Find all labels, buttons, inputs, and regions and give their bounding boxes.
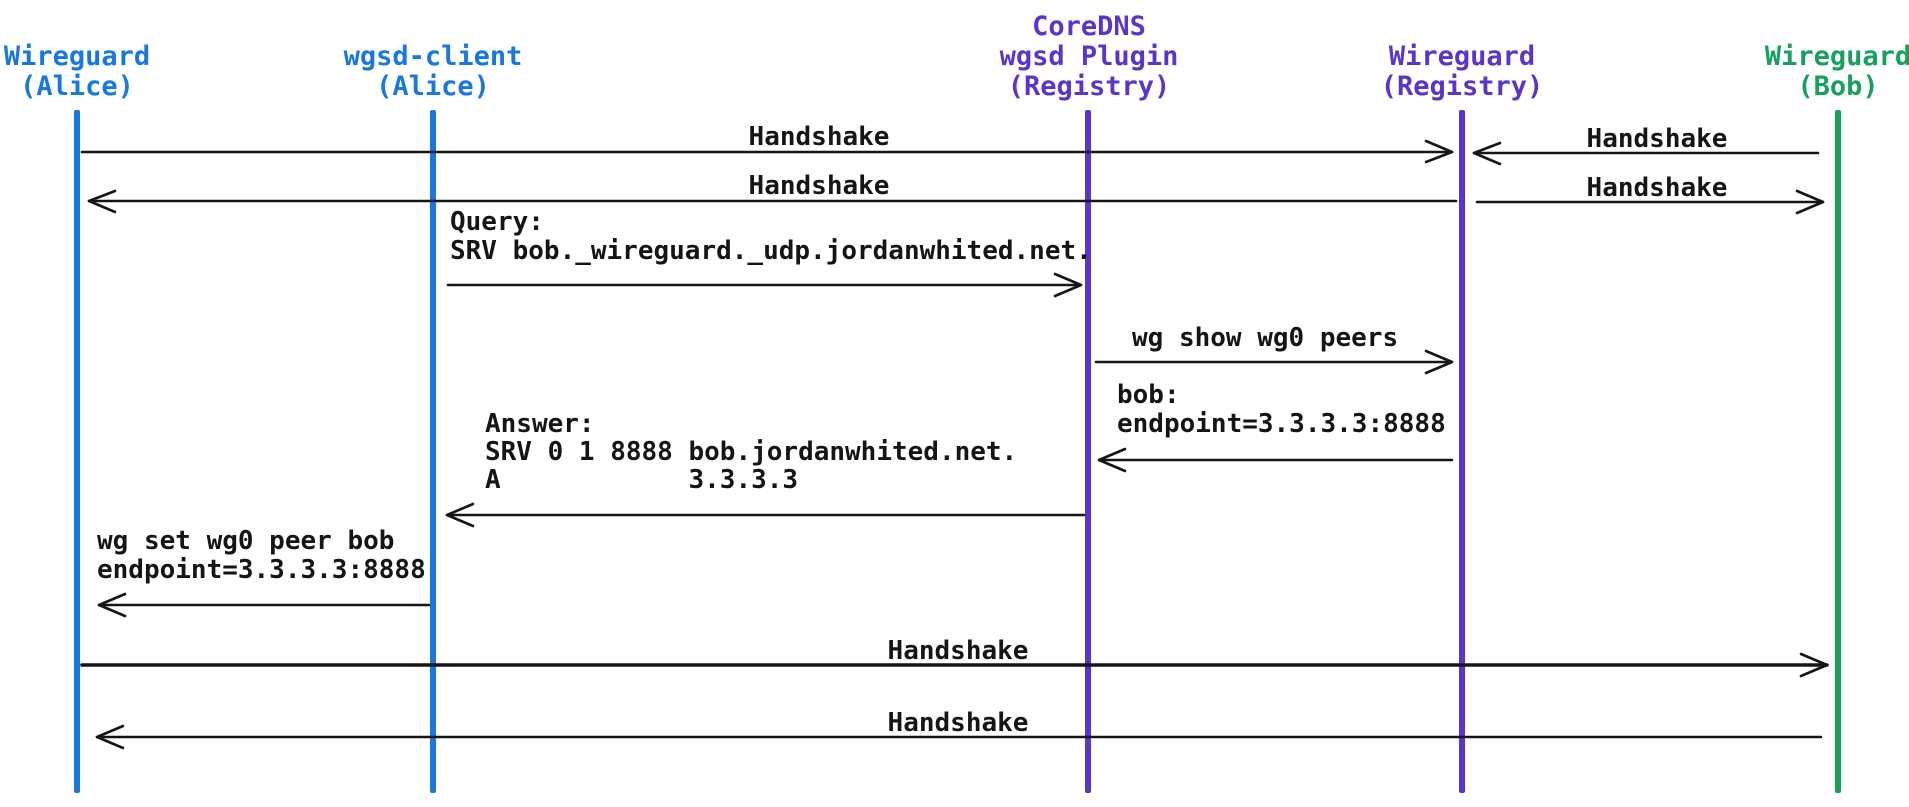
lifeline-coredns-wgsd-plugin bbox=[1085, 110, 1091, 793]
participant-label-wireguard-bob: Wireguard (Bob) bbox=[1764, 41, 1909, 102]
participant-label-wireguard-registry: Wireguard (Registry) bbox=[1380, 41, 1544, 102]
message-label-wg-show-peers: wg show wg0 peers bbox=[1132, 323, 1399, 353]
participant-label-coredns-wgsd-plugin: CoreDNS wgsd Plugin (Registry) bbox=[999, 11, 1179, 102]
message-label-bob-endpoint: bob: endpoint=3.3.3.3:8888 bbox=[1117, 380, 1446, 439]
arrow-endpoint-reply bbox=[1097, 447, 1454, 473]
message-label-query: Query: SRV bob._wireguard._udp.jordanwhi… bbox=[450, 207, 1092, 266]
lifeline-wireguard-registry bbox=[1459, 110, 1465, 793]
message-label-handshake-registry-to-bob: Handshake bbox=[1586, 173, 1728, 203]
message-label-handshake-alice-to-bob: Handshake bbox=[887, 636, 1029, 666]
arrow-wg-show-peers bbox=[1094, 349, 1454, 375]
message-label-handshake-bob-to-registry: Handshake bbox=[1586, 124, 1728, 154]
participant-label-wireguard-alice: Wireguard (Alice) bbox=[3, 41, 151, 102]
message-label-handshake-alice-to-registry: Handshake bbox=[748, 122, 890, 152]
lifeline-wireguard-bob bbox=[1835, 110, 1841, 793]
lifeline-wgsd-client-alice bbox=[430, 110, 436, 793]
message-label-handshake-registry-to-alice: Handshake bbox=[748, 171, 890, 201]
arrow-wg-set-peer bbox=[97, 592, 431, 618]
arrow-query bbox=[446, 272, 1083, 298]
lifeline-wireguard-alice bbox=[74, 110, 80, 793]
message-label-handshake-bob-to-alice: Handshake bbox=[887, 708, 1029, 738]
message-label-answer: Answer: SRV 0 1 8888 bob.jordanwhited.ne… bbox=[485, 409, 1018, 495]
arrow-answer bbox=[445, 502, 1086, 528]
participant-label-wgsd-client-alice: wgsd-client (Alice) bbox=[343, 41, 523, 102]
message-label-wg-set-peer: wg set wg0 peer bob endpoint=3.3.3.3:888… bbox=[97, 526, 426, 585]
